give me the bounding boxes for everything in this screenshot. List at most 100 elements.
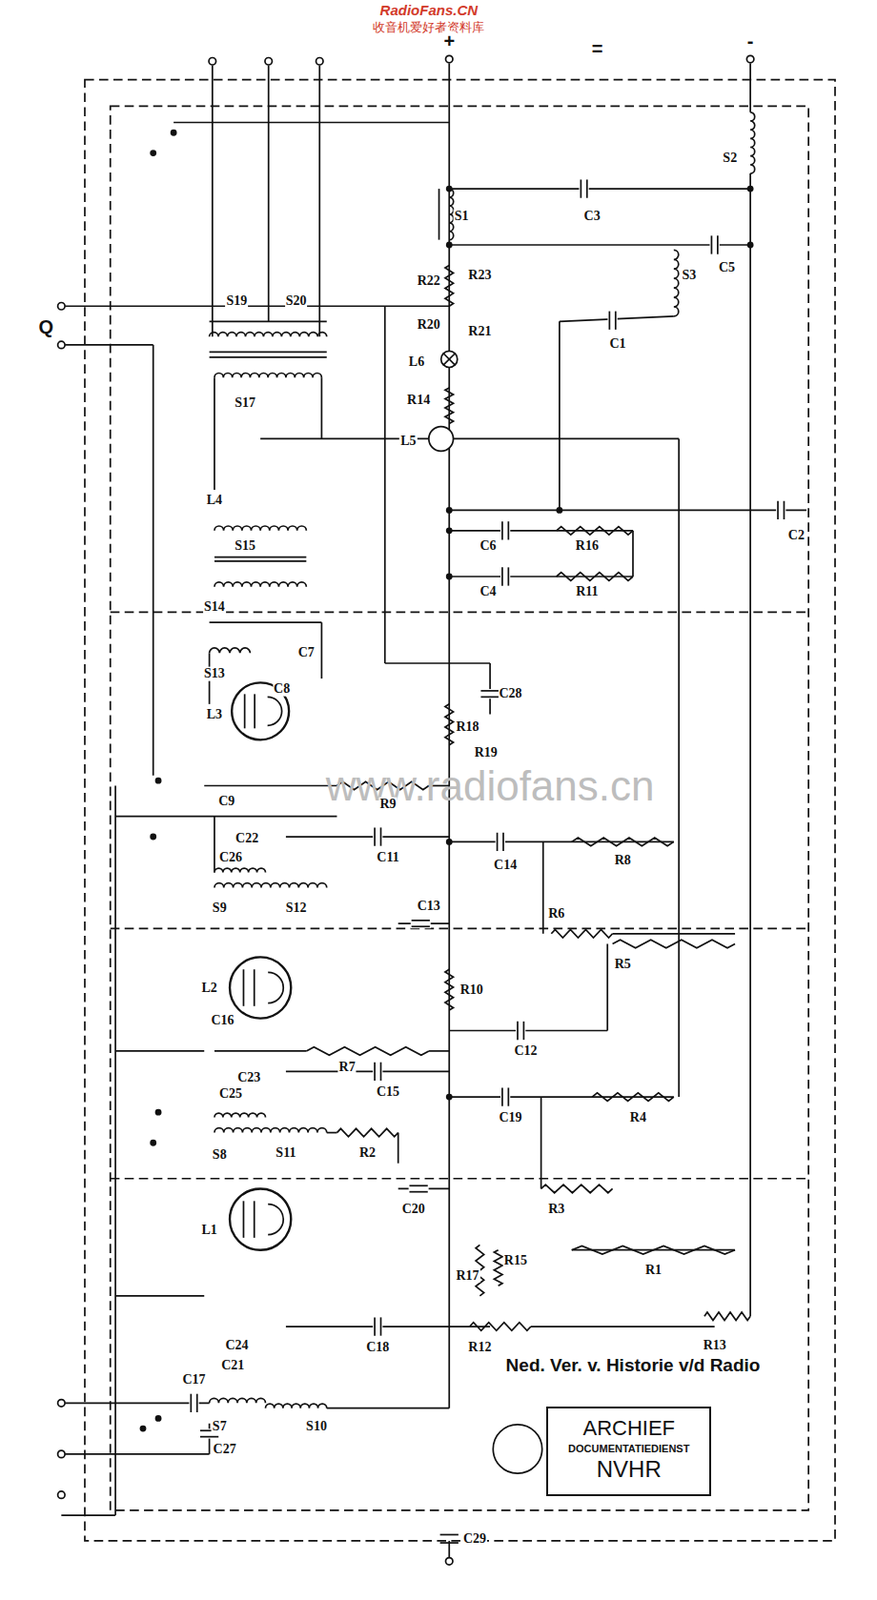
capacitor-plate [507, 521, 510, 540]
coil-symbol [673, 249, 679, 317]
wire [385, 662, 490, 665]
wire [214, 1050, 306, 1053]
wire [326, 1132, 338, 1135]
wire [448, 509, 807, 512]
capacitor-gap [189, 1394, 199, 1413]
component-label: C9 [217, 794, 236, 809]
wire [530, 1325, 715, 1328]
capacitor-plate [196, 1394, 199, 1413]
wire [114, 786, 117, 1517]
stamp-text: DOCUMENTATIEDIENST [551, 1443, 707, 1455]
capacitor-plate [480, 690, 499, 693]
wire [448, 1030, 608, 1033]
junction-dot [150, 1141, 156, 1146]
wire [448, 244, 751, 246]
wire [448, 1096, 674, 1099]
wire [606, 943, 609, 1031]
coil-symbol [214, 1128, 327, 1134]
component-label: C14 [492, 858, 518, 874]
wire [209, 320, 327, 323]
component-label: R13 [702, 1338, 728, 1353]
junction-dot [150, 150, 156, 156]
coil-symbol [209, 332, 327, 338]
capacitor-plate [507, 1087, 510, 1106]
wire [542, 841, 545, 934]
component-label: C2 [787, 529, 806, 544]
resistor-symbol [305, 1047, 429, 1057]
component-label: R8 [613, 854, 633, 869]
resistor-symbol [493, 1250, 503, 1286]
wire [209, 621, 323, 624]
resistor-symbol [571, 837, 674, 847]
wire [61, 1453, 209, 1456]
terminal [58, 1450, 65, 1458]
watermark-text: 收音机爱好者资料库 [371, 20, 486, 35]
component-label: R22 [416, 273, 442, 288]
transformer-core [209, 356, 327, 359]
component-label: R11 [574, 585, 599, 600]
wire [152, 345, 155, 776]
component-label: C3 [583, 209, 602, 225]
capacitor-gap [408, 1184, 428, 1194]
capacitor-gap [373, 1317, 383, 1336]
capacitor-gap [495, 833, 505, 852]
capacitor-gap [501, 521, 510, 540]
component-label: S9 [211, 901, 228, 917]
component-label: R14 [406, 392, 431, 408]
transformer-core [214, 556, 306, 559]
component-label: R20 [416, 317, 442, 332]
capacitor-gap [411, 919, 430, 929]
junction-dot [447, 508, 452, 513]
component-label: C29 [462, 1532, 488, 1548]
lamp-symbol [441, 350, 458, 368]
capacitor-plate [502, 833, 505, 852]
transformer-core [209, 351, 327, 354]
junction-dot [150, 834, 156, 839]
watermark-text: Q [37, 316, 55, 337]
capacitor-plate [380, 827, 383, 846]
component-label: R3 [547, 1203, 566, 1218]
wire [213, 816, 216, 874]
wire [260, 438, 679, 441]
stamp-text: NVHR [551, 1456, 707, 1484]
wire [285, 1070, 449, 1073]
transformer-core [438, 188, 441, 241]
junction-dot [447, 573, 452, 579]
capacitor-plate [716, 235, 719, 254]
capacitor-gap [516, 1021, 526, 1041]
component-label: R10 [459, 983, 485, 999]
component-label: S14 [203, 600, 226, 615]
capacitor-plate [776, 501, 779, 520]
wire [208, 1424, 211, 1455]
wire [384, 305, 387, 664]
component-label: L5 [399, 433, 417, 449]
resistor-symbol [591, 1093, 674, 1102]
valve-anode [243, 1201, 245, 1239]
component-label: R9 [378, 797, 397, 813]
capacitor-plate [783, 501, 786, 520]
wire [540, 1097, 543, 1189]
coil-symbol [214, 883, 327, 889]
capacitor-gap [608, 311, 617, 330]
junction-dot [748, 186, 754, 192]
capacitor-plate [411, 919, 430, 922]
coil-symbol [209, 648, 251, 653]
terminal [58, 1400, 65, 1408]
component-label: C28 [497, 687, 523, 702]
wire [397, 1133, 400, 1164]
component-label: C24 [224, 1338, 249, 1353]
component-label: L3 [205, 707, 224, 722]
capacitor-plate [507, 567, 510, 586]
component-label: R21 [467, 325, 492, 340]
valve-cathode [267, 696, 283, 726]
junction-dot [140, 1427, 145, 1432]
resistor-symbol [541, 1184, 613, 1194]
resistor-symbol [445, 387, 454, 424]
resistor-symbol [336, 1128, 398, 1138]
screen-divider [110, 1178, 809, 1181]
component-label: C17 [181, 1373, 206, 1388]
watermark-text: Ned. Ver. v. Historie v/d Radio [505, 1356, 762, 1376]
capacitor-plate [408, 1184, 428, 1187]
capacitor-gap [480, 690, 499, 699]
component-label: S13 [203, 667, 226, 682]
